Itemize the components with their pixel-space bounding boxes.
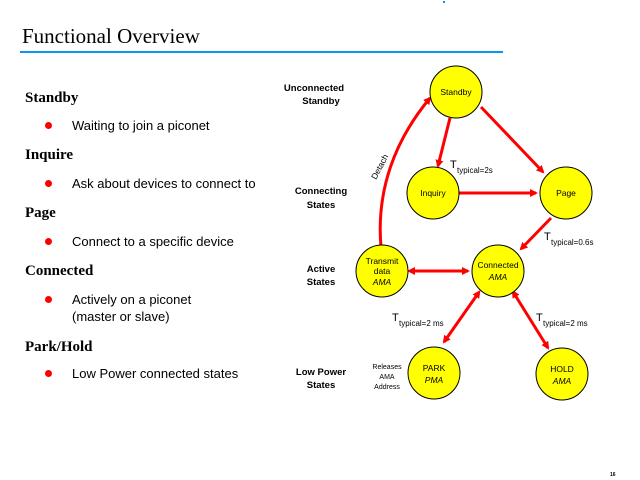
svg-text:AMA: AMA bbox=[379, 374, 395, 381]
timing-hold: T typical=2 ms bbox=[536, 312, 588, 328]
arrow-connected-hold bbox=[511, 289, 550, 350]
bullet-text: (master or slave) bbox=[72, 309, 170, 324]
bullet-icon bbox=[45, 296, 52, 303]
svg-text:Connected: Connected bbox=[477, 260, 518, 270]
arrow-page-connected bbox=[519, 216, 553, 251]
bullet-icon bbox=[45, 122, 52, 129]
svg-text:States: States bbox=[307, 277, 336, 288]
svg-text:AMA: AMA bbox=[488, 272, 508, 282]
svg-text:typical=2s: typical=2s bbox=[457, 166, 493, 175]
bullet-text: Actively on a piconet bbox=[72, 292, 192, 307]
node-standby: Standby bbox=[429, 65, 483, 119]
svg-text:AMA: AMA bbox=[552, 376, 572, 386]
arrow-standby-inquiry bbox=[435, 117, 452, 168]
svg-text:typical=2 ms: typical=2 ms bbox=[399, 319, 444, 328]
svg-text:PMA: PMA bbox=[425, 375, 444, 385]
row-label-low-power: Low Power States bbox=[296, 367, 346, 391]
bullet-text: Ask about devices to connect to bbox=[72, 176, 256, 191]
svg-text:Connecting: Connecting bbox=[295, 186, 347, 197]
releases-note: Releases AMA Address bbox=[372, 364, 402, 391]
heading-page: Page bbox=[25, 205, 56, 221]
svg-text:T: T bbox=[544, 231, 551, 243]
svg-text:T: T bbox=[392, 312, 399, 324]
bullet-text: Low Power connected states bbox=[72, 366, 239, 381]
svg-text:HOLD: HOLD bbox=[550, 364, 574, 374]
timing-park: T typical=2 ms bbox=[392, 312, 444, 328]
svg-text:T: T bbox=[536, 312, 543, 324]
heading-inquire: Inquire bbox=[25, 147, 74, 163]
svg-text:Transmit: Transmit bbox=[366, 256, 399, 266]
svg-text:AMA: AMA bbox=[372, 277, 392, 287]
bullet-text: Connect to a specific device bbox=[72, 234, 234, 249]
bullet-icon bbox=[45, 238, 52, 245]
node-page: Page bbox=[539, 166, 593, 220]
title-divider bbox=[20, 51, 503, 53]
svg-text:data: data bbox=[374, 266, 391, 276]
arrow-standby-page bbox=[479, 105, 545, 174]
arrow-connected-park bbox=[442, 290, 481, 344]
svg-text:T: T bbox=[450, 159, 457, 171]
bullet-text: Waiting to join a piconet bbox=[72, 118, 210, 133]
decorative-mark bbox=[443, 1, 445, 3]
slide-title: Functional Overview bbox=[22, 24, 200, 48]
node-hold: HOLD AMA bbox=[535, 347, 589, 401]
svg-text:Page: Page bbox=[556, 188, 576, 198]
arrow-detach bbox=[378, 96, 432, 248]
node-transmit: Transmit data AMA bbox=[355, 244, 409, 298]
timing-page: T typical=0.6s bbox=[544, 231, 593, 247]
svg-text:States: States bbox=[307, 200, 336, 211]
heading-connected: Connected bbox=[25, 263, 94, 279]
page-number: 16 bbox=[610, 472, 616, 478]
svg-text:Active: Active bbox=[307, 264, 336, 275]
node-park: PARK PMA bbox=[407, 346, 461, 400]
svg-text:Low Power: Low Power bbox=[296, 367, 346, 378]
bullet-icon bbox=[45, 370, 52, 377]
node-inquiry: Inquiry bbox=[406, 166, 460, 220]
heading-standby: Standby bbox=[25, 90, 79, 106]
heading-park-hold: Park/Hold bbox=[25, 339, 93, 355]
svg-text:PARK: PARK bbox=[423, 363, 446, 373]
timing-inquiry: T typical=2s bbox=[450, 159, 493, 175]
row-label-unconnected: Unconnected Standby bbox=[284, 83, 344, 107]
svg-text:typical=0.6s: typical=0.6s bbox=[551, 238, 593, 247]
svg-text:Inquiry: Inquiry bbox=[420, 188, 446, 198]
svg-text:Releases: Releases bbox=[372, 364, 402, 371]
row-label-active: Active States bbox=[307, 264, 336, 288]
bullet-icon bbox=[45, 180, 52, 187]
svg-text:Unconnected: Unconnected bbox=[284, 83, 344, 94]
svg-text:States: States bbox=[307, 380, 336, 391]
svg-text:Standby: Standby bbox=[440, 87, 472, 97]
row-label-connecting: Connecting States bbox=[295, 186, 347, 211]
node-connected: Connected AMA bbox=[471, 244, 525, 298]
svg-text:Standby: Standby bbox=[302, 96, 340, 107]
svg-text:Address: Address bbox=[374, 384, 400, 391]
svg-text:typical=2 ms: typical=2 ms bbox=[543, 319, 588, 328]
